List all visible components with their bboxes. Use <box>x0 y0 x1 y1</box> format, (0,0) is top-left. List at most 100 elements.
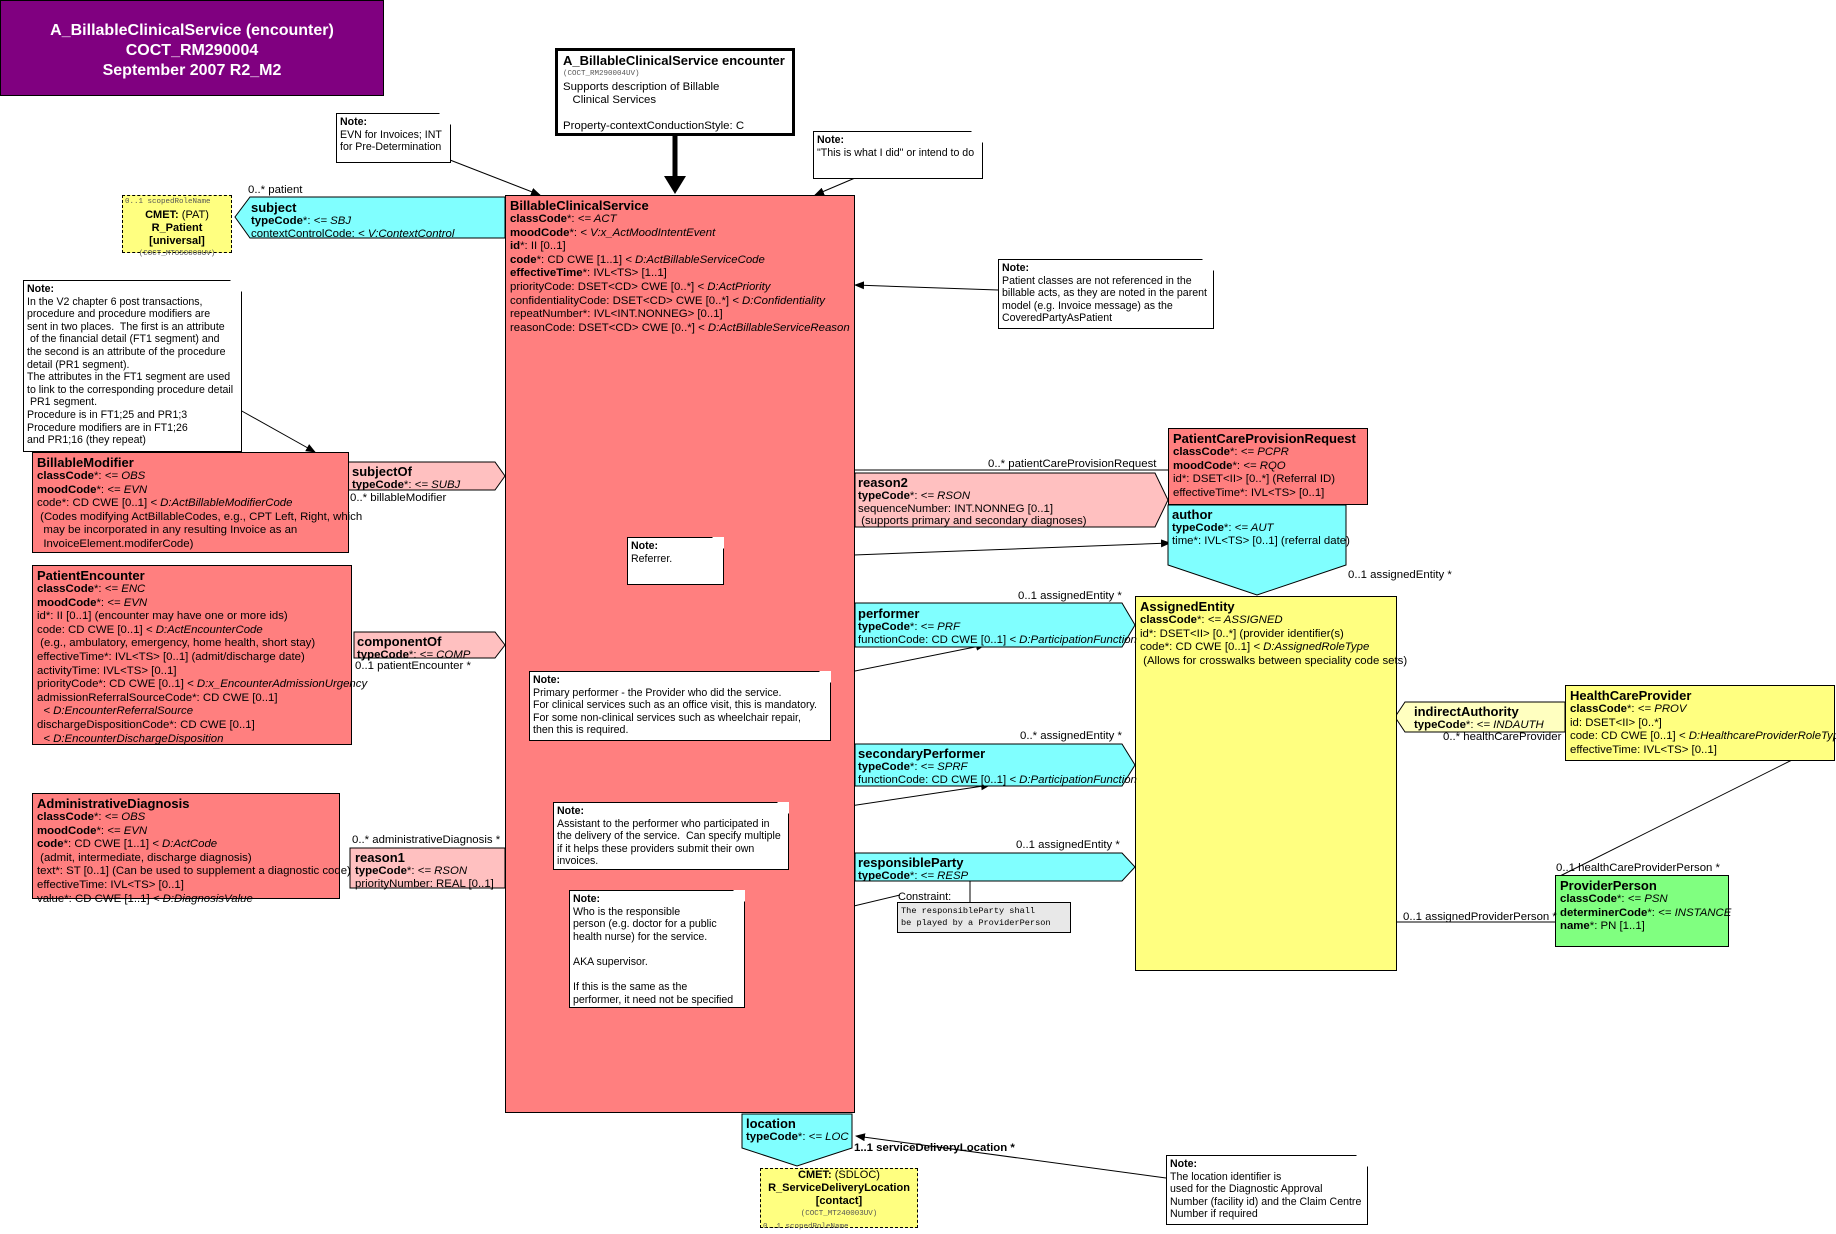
note-line: Procedure modifiers are in FT1;26 <box>27 421 188 434</box>
note-line: then this is required. <box>533 724 629 737</box>
attribute-text: typeCode <box>746 1131 798 1143</box>
secondary-shape <box>854 743 1136 787</box>
class-name: PatientCareProvisionRequest <box>1173 431 1356 446</box>
attribute-row: typeCode*: <= SPRF <box>858 761 1137 774</box>
attribute-text: code: CD CWE [0..1] <box>1570 730 1679 743</box>
note-line: sent in two places. The first is an attr… <box>27 320 225 333</box>
note-line: The attributes in the FT1 segment are us… <box>27 371 231 384</box>
attribute-text: <= EVN <box>107 824 148 837</box>
attribute-text: < D:ActCode <box>152 838 218 851</box>
attribute-text: (Codes modifying ActBillableCodes, e.g.,… <box>37 510 363 523</box>
attribute-text: < D:ActBillableServiceCode <box>625 253 765 266</box>
attribute-row: (Codes modifying ActBillableCodes, e.g.,… <box>37 511 362 525</box>
attribute-text: typeCode <box>355 865 407 877</box>
attribute-text: *: <box>96 824 108 837</box>
entry-point-desc <box>563 107 787 120</box>
attribute-row: classCode*: <= OBS <box>37 811 335 825</box>
attribute-text: moodCode <box>37 483 97 496</box>
attribute-row: value*: CD CWE [1..1] < D:DiagnosisValue <box>37 893 335 907</box>
assoc-component-of: componentOf typeCode*: <= COMP <box>357 634 470 661</box>
note-assistant: Note: Assistant to the performer who par… <box>553 802 789 870</box>
attribute-row: < D:EncounterReferralSource <box>37 705 347 719</box>
attribute-row: id*: II [0..1] (encounter may have one o… <box>37 610 347 624</box>
attribute-row: (supports primary and secondary diagnose… <box>858 515 1086 528</box>
note-line: Number if required <box>1170 1208 1258 1221</box>
attribute-row: moodCode*: < V:x_ActMoodIntentEvent <box>510 227 850 241</box>
attribute-text: *: <box>93 470 105 482</box>
attribute-text: < D:EncounterDischargeDisposition <box>43 732 224 745</box>
attribute-row: code: CD CWE [0..1] < D:ActEncounterCode <box>37 624 347 638</box>
label-secondary-entity: 0..* assignedEntity * <box>1020 730 1122 742</box>
attribute-text: < V:x_ActMoodIntentEvent <box>580 226 716 239</box>
attribute-text: *: <box>1616 893 1628 905</box>
assoc-name: indirectAuthority <box>1414 704 1519 719</box>
label-patient: 0..* patient <box>248 184 303 196</box>
attribute-row: typeCode*: <= RSON <box>355 865 494 878</box>
cmet-type: (SDLOC) <box>831 1169 880 1181</box>
attribute-text: < D:ActBillableModifierCode <box>150 497 293 510</box>
attribute-text: id*: DSET<II> [0..*] (Referral ID) <box>1173 473 1336 486</box>
note-label: Note: <box>631 540 659 552</box>
class-name: AssignedEntity <box>1140 599 1235 614</box>
note-line: for Pre-Determination <box>340 141 442 154</box>
attribute-text: effectiveTime <box>510 267 583 280</box>
constraint-text: be played by a ProviderPerson <box>901 918 1051 928</box>
attribute-row: functionCode: CD CWE [0..1] < D:Particip… <box>858 634 1137 647</box>
attribute-row: (Allows for crosswalks between specialit… <box>1140 655 1407 669</box>
attribute-row: code: CD CWE [0..1] < D:HealthcareProvid… <box>1570 730 1836 744</box>
cmet-scoped-label: 0..1 scopedRoleName <box>125 198 211 206</box>
attribute-row: typeCode*: <= INDAUTH <box>1414 719 1544 732</box>
attribute-text: < D:ParticipationFunction <box>1009 773 1137 786</box>
attribute-row: typeCode*: <= RSON <box>858 490 1087 503</box>
note-line: In the V2 chapter 6 post transactions, <box>27 295 203 308</box>
assoc-name: subject <box>251 200 297 215</box>
note-did: Note: "This is what I did" or intend to … <box>813 131 983 179</box>
attribute-text: *: <box>909 761 921 773</box>
note-label: Note: <box>1170 1158 1198 1170</box>
attribute-text: InvoiceElement.modiferCode) <box>37 537 194 550</box>
note-line: person (e.g. doctor for a public <box>573 918 717 931</box>
attribute-text: *: <box>1196 614 1208 626</box>
attribute-text: *: CD CWE [1..1] <box>63 838 153 851</box>
note-patient-line <box>854 281 999 291</box>
note-evn-line <box>449 159 541 196</box>
attribute-text: <= LOC <box>808 1131 849 1143</box>
attribute-text: *: <box>1229 446 1241 458</box>
attribute-text: <= OBS <box>104 470 146 482</box>
note-text: Referrer. <box>631 553 720 566</box>
attribute-row: confidentialityCode: DSET<CD> CWE [0..*]… <box>510 295 850 309</box>
note-line: invoices. <box>557 855 599 868</box>
note-label: Note: <box>533 674 561 686</box>
attribute-text: code <box>510 253 537 266</box>
attribute-text: <= EVN <box>107 483 148 496</box>
attribute-text: classCode <box>1560 893 1617 905</box>
attribute-text: *: <box>909 621 921 633</box>
cmet-patient: 0..1 scopedRoleName CMET: (PAT) R_Patien… <box>122 195 232 258</box>
assoc-name: reason1 <box>355 850 405 865</box>
label-billable-modifier: 0..* billableModifier <box>350 492 447 504</box>
entry-point-name: A_BillableClinicalService encounter <box>563 53 785 68</box>
attribute-text: <= RESP <box>920 870 969 882</box>
attribute-text: repeatNumber*: IVL<INT.NONNEG> [0..1] <box>510 308 723 321</box>
assoc-name: componentOf <box>357 634 442 649</box>
attribute-text: effectiveTime*: IVL<TS> [0..1] (admit/di… <box>37 650 305 663</box>
assoc-location: location typeCode*: <= LOC <box>746 1116 849 1144</box>
label-assigned-provider-person: 0..1 assignedProviderPerson * <box>1403 911 1557 923</box>
note-line: the delivery of the service. Can specify… <box>557 830 781 843</box>
cmet-code: (COCT_MT240003UV) <box>800 1210 878 1218</box>
class-name: BillableClinicalService <box>510 198 649 213</box>
class-administrative-diagnosis: AdministrativeDiagnosis classCode*: <= O… <box>32 793 351 905</box>
title-line-2: COCT_RM290004 <box>125 42 259 59</box>
